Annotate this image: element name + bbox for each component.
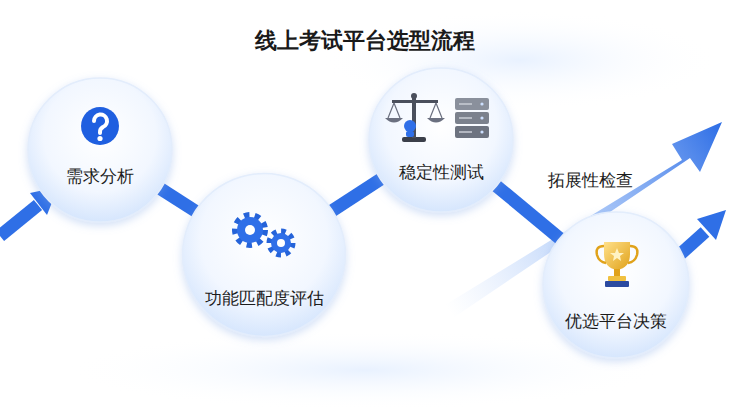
question-icon [81,107,119,145]
step-circle: 需求分析 [28,78,172,222]
step-circle: 优选平台决策 [543,212,689,358]
gears-icon [236,216,292,254]
step-circle: 稳定性测试 [369,68,513,212]
step-disc [28,78,172,222]
step-label-free: 拓展性检查 [548,169,633,192]
step-circle: 功能匹配度评估 [183,174,346,337]
flow-band [495,185,561,240]
flow-band [159,188,197,212]
step-label: 需求分析 [66,166,134,186]
step-disc [183,174,346,337]
flow-band [331,178,383,212]
trophy-icon [597,242,638,287]
step-disc [543,212,689,358]
step-label: 优选平台决策 [565,311,667,331]
step-disc [369,68,513,212]
scale-server-icon [385,93,489,142]
step-label: 功能匹配度评估 [205,288,324,308]
step-label: 稳定性测试 [399,162,484,182]
diagram-title: 线上考试平台选型流程 [0,26,730,56]
